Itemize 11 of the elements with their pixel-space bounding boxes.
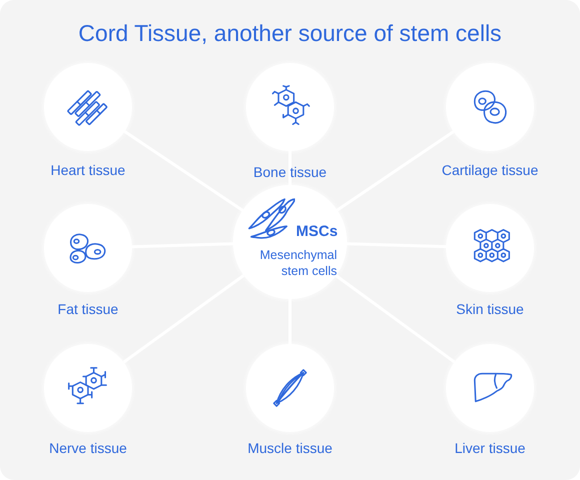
- tissue-label: Heart tissue: [50, 162, 126, 178]
- tissue-label: Liver tissue: [454, 440, 526, 456]
- cell-abbreviation: MSCs: [296, 223, 338, 240]
- tissue-label: Muscle tissue: [246, 440, 334, 456]
- tissue-label: Cartilage tissue: [440, 162, 540, 178]
- tissue-label: Nerve tissue: [48, 440, 128, 456]
- tissue-label: Skin tissue: [455, 301, 525, 317]
- cell-name: Mesenchymal stem cells: [258, 247, 337, 279]
- title: Cord Tissue, another source of stem cells: [77, 20, 503, 47]
- tissue-label: Bone tissue: [252, 164, 328, 180]
- tissue-label: Fat tissue: [56, 301, 120, 317]
